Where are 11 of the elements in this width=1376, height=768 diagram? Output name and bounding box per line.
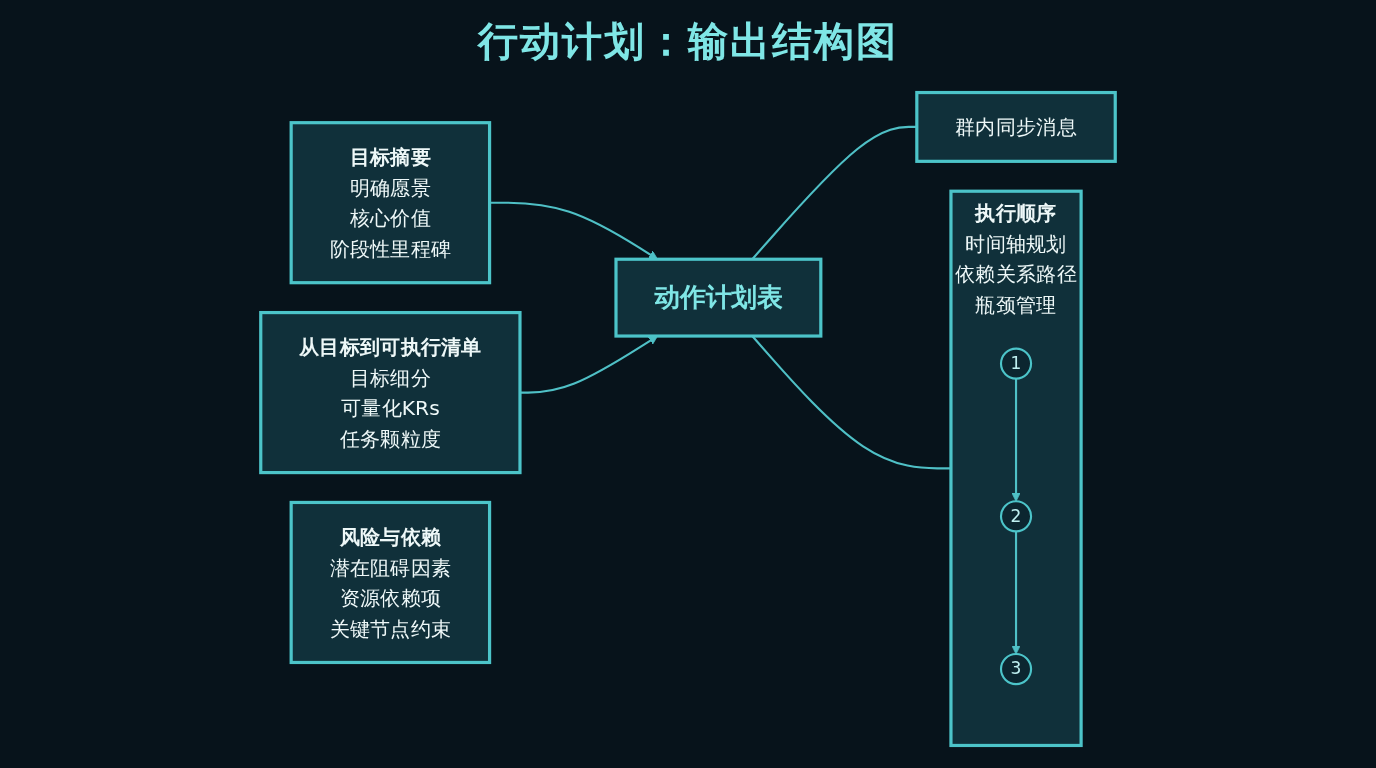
node-circle: 2: [999, 500, 1033, 533]
node-circle: 3: [999, 653, 1033, 686]
node-circle: 1: [999, 347, 1033, 380]
node-box: 群内同步消息: [915, 90, 1117, 163]
arrow: [1011, 531, 1021, 655]
node-box: 从目标到可执行清单 目标细分 可量化KRs 任务颗粒度: [259, 310, 522, 475]
arrow: [1011, 378, 1021, 502]
diagram-title: 行动计划：输出结构图: [478, 17, 898, 66]
node-box: 目标摘要 明确愿景 核心价值 阶段性里程碑: [289, 121, 492, 285]
node-box: 风险与依赖 潜在阻碍因素 资源依赖项 关键节点约束: [289, 500, 492, 665]
node-box: 动作计划表: [614, 257, 823, 338]
